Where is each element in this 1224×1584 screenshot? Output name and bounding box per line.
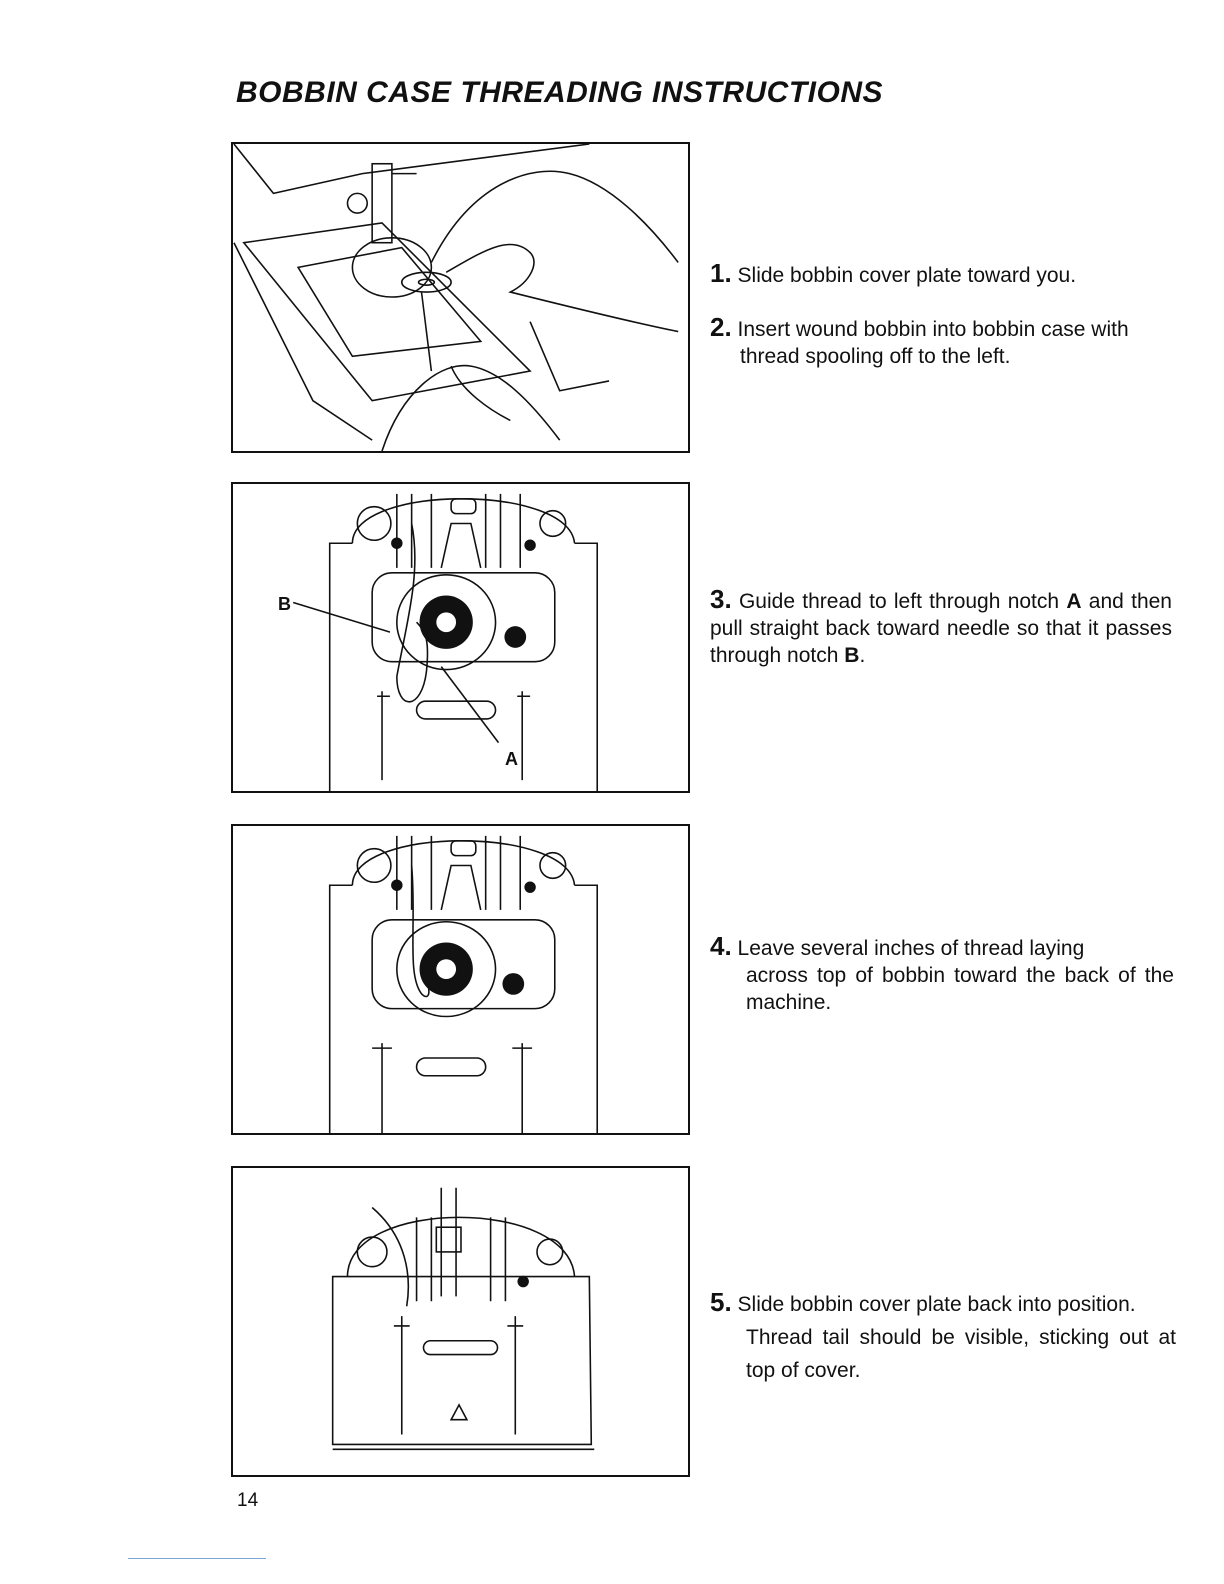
figure-cover-plate (231, 1166, 690, 1477)
step-text-continued: Thread tail should be visible, sticking … (746, 1326, 1176, 1382)
notch-b-ref: B (844, 644, 860, 667)
step-text-continued: thread spooling off to the left. (740, 345, 1011, 368)
label-notch-a: A (505, 749, 518, 769)
step-number: 5. (710, 1287, 732, 1317)
label-notch-b: B (278, 594, 291, 614)
step-text: Guide thread to left through notch (738, 590, 1067, 613)
figure-notch-threading: B A (231, 482, 690, 793)
step-text: Slide bobbin cover plate back into posit… (737, 1293, 1136, 1316)
step-text: . (859, 644, 866, 667)
illustration-thread-notches (292, 493, 599, 791)
step-3: 3. Guide thread to left through notch A … (710, 586, 1172, 669)
step-text: Insert wound bobbin into bobbin case wit… (737, 318, 1129, 341)
illustration-thread-across-bobbin (328, 835, 599, 1133)
page-number: 14 (237, 1490, 259, 1511)
step-number: 4. (710, 931, 732, 961)
step-4: 4. Leave several inches of thread laying… (710, 933, 1174, 1016)
step-5: 5. Slide bobbin cover plate back into po… (710, 1286, 1176, 1387)
step-number: 3. (710, 584, 732, 614)
step-text: Slide bobbin cover plate toward you. (737, 264, 1077, 287)
footer-rule (128, 1558, 266, 1559)
step-number: 1. (710, 258, 732, 288)
step-1: 1. Slide bobbin cover plate toward you. (710, 260, 1172, 289)
figure-insert-bobbin (231, 142, 690, 453)
step-text: Leave several inches of thread laying (737, 937, 1085, 960)
illustration-cover-plate-closed (331, 1187, 595, 1451)
step-2: 2. Insert wound bobbin into bobbin case … (710, 314, 1172, 370)
step-text: and then pull straight back toward needl… (710, 590, 1172, 667)
notch-a-ref: A (1066, 590, 1082, 613)
illustration-hand-inserting-bobbin (233, 144, 679, 451)
step-text-continued: across top of bobbin toward the back of … (746, 964, 1174, 1014)
figure-thread-tail (231, 824, 690, 1135)
step-number: 2. (710, 312, 732, 342)
page-title: BOBBIN CASE THREADING INSTRUCTIONS (236, 76, 884, 109)
